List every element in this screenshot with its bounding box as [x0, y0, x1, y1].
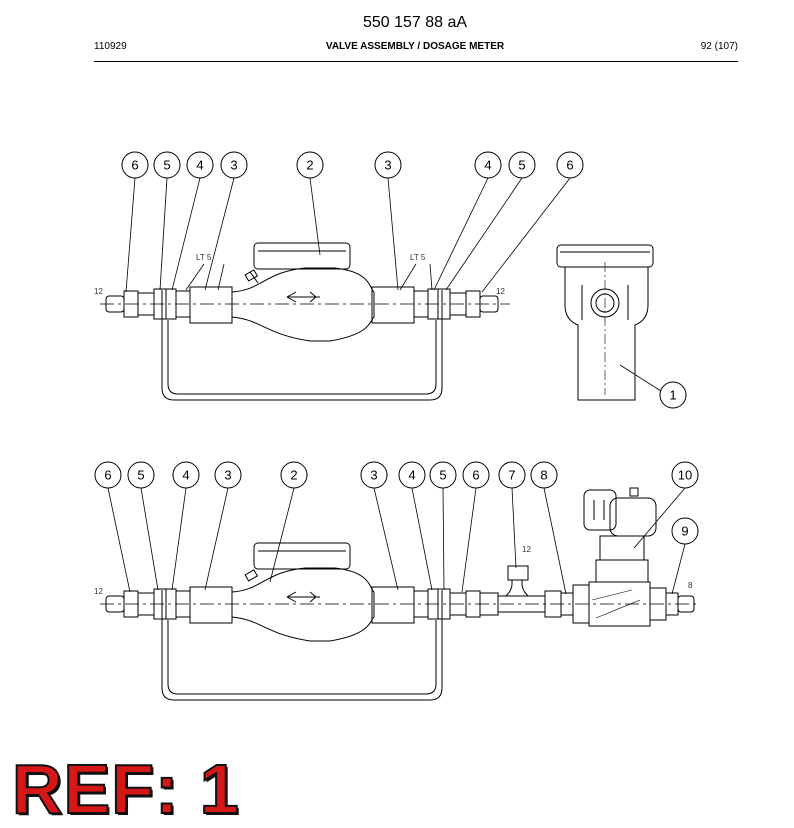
- document-number: 550 157 88 aA: [362, 14, 468, 31]
- top-callout-5-left: 5: [163, 158, 170, 173]
- bottom-callout-9: 9: [681, 524, 688, 539]
- bottom-pipe-label-left: 12: [94, 587, 103, 596]
- side-view-drawing: [556, 244, 654, 401]
- top-callout-4-left: 4: [196, 158, 203, 173]
- bottom-callout-4-left: 4: [182, 468, 189, 483]
- top-callout-2: 2: [306, 158, 313, 173]
- meter-body: [231, 267, 375, 342]
- left-coupling: [189, 286, 233, 324]
- top-callout-6-left: 6: [131, 158, 138, 173]
- pipe-label-left: 12: [94, 287, 103, 296]
- bottom-callout-6-right: 6: [472, 468, 479, 483]
- bottom-callout-8: 8: [540, 468, 547, 483]
- bottom-callout-10: 10: [678, 468, 692, 483]
- bottom-pipe-label-right: 8: [688, 581, 693, 590]
- top-callout-3-left: 3: [230, 158, 237, 173]
- mounting-bracket: [161, 290, 443, 401]
- bottom-callout-3-right: 3: [370, 468, 377, 483]
- header-rule: [94, 61, 738, 62]
- bottom-callout-3-left: 3: [224, 468, 231, 483]
- bottom-callout-7: 7: [508, 468, 515, 483]
- top-callout-4-right: 4: [484, 158, 491, 173]
- bottom-callout-6-left: 6: [104, 468, 111, 483]
- bottom-pipe-label-tee: 12: [522, 545, 531, 554]
- torque-label-left: LT 5: [196, 253, 212, 262]
- reference-label: REF: 1: [11, 750, 240, 828]
- top-assembly-drawing: LT 5 LT 5 12 12: [94, 151, 687, 409]
- date-code: 110929: [94, 41, 127, 52]
- top-callout-3-right: 3: [384, 158, 391, 173]
- side-callout-1: 1: [669, 388, 676, 403]
- bottom-callout-5-left: 5: [137, 468, 144, 483]
- pipe-label-right: 12: [496, 287, 505, 296]
- top-callout-5-right: 5: [518, 158, 525, 173]
- bottom-callout-4-right: 4: [408, 468, 415, 483]
- torque-label-right: LT 5: [410, 253, 426, 262]
- meter-head: [253, 242, 351, 270]
- bottom-callout-5-right: 5: [439, 468, 446, 483]
- page-title: VALVE ASSEMBLY / DOSAGE METER: [325, 41, 505, 52]
- bottom-assembly-drawing: 12 12 8 6 5 4 3 2: [94, 461, 700, 701]
- page-number: 92 (107): [700, 41, 738, 52]
- right-coupling: [371, 286, 415, 324]
- top-callout-6-right: 6: [566, 158, 573, 173]
- bottom-callout-2: 2: [290, 468, 297, 483]
